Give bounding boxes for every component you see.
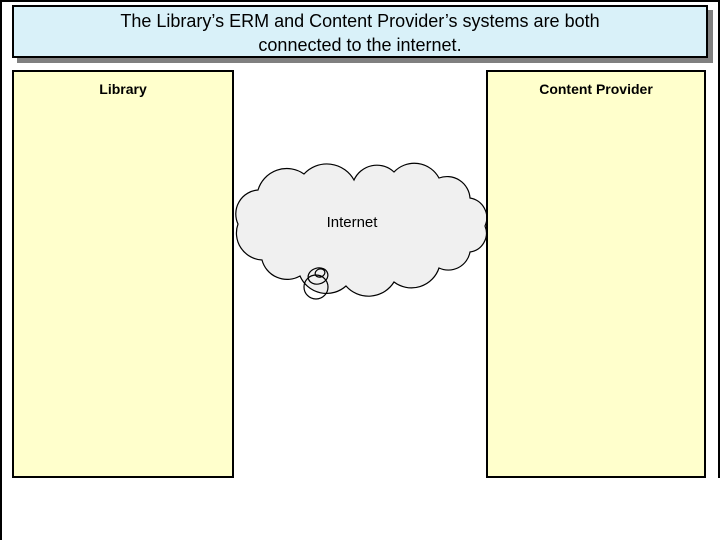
cloud-icon: [235, 162, 488, 300]
internet-label: Internet: [326, 214, 378, 231]
library-box: Library: [12, 70, 234, 478]
content-provider-box: Content Provider: [486, 70, 706, 478]
internet-cloud: Internet: [228, 158, 500, 300]
slide-border-right: [718, 0, 720, 478]
content-provider-box-label: Content Provider: [539, 81, 653, 97]
slide-border-top: [0, 0, 720, 2]
cloud-outline: [235, 162, 488, 297]
title-banner: The Library’s ERM and Content Provider’s…: [12, 5, 708, 58]
title-text-line1: The Library’s ERM and Content Provider’s…: [120, 11, 600, 31]
slide-border-left: [0, 0, 2, 540]
scribble-icon: [303, 267, 329, 300]
library-box-label: Library: [99, 81, 147, 97]
title-text-line2: connected to the internet.: [258, 35, 462, 55]
